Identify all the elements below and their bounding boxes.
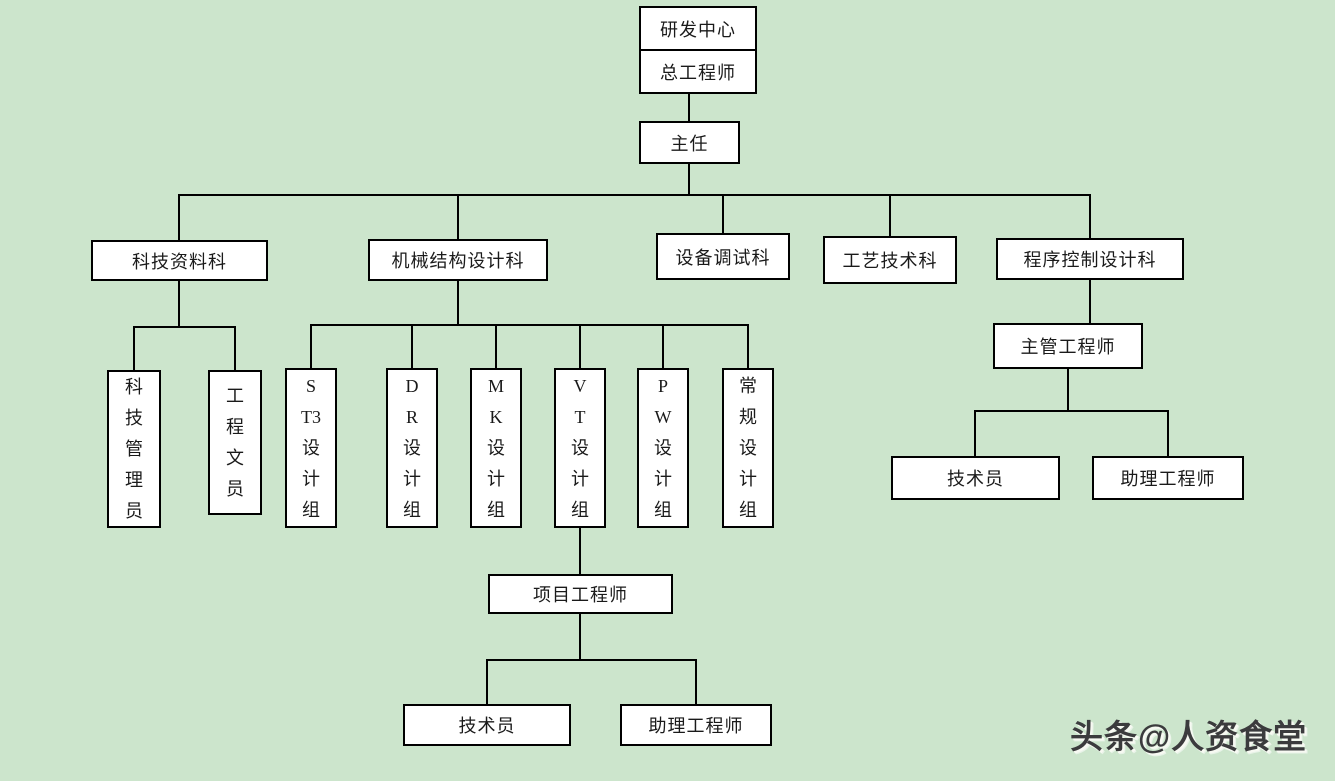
node-group-st3: S T3 设 计 组 (285, 368, 337, 528)
node-group-mk: M K 设 计 组 (470, 368, 522, 528)
connector-line (1089, 194, 1091, 238)
node-rd-center-chief: 研发中心 总工程师 (639, 6, 757, 94)
node-dept-program-design: 程序控制设计科 (996, 238, 1184, 280)
node-project-engineer: 项目工程师 (488, 574, 673, 614)
connector-line (1167, 410, 1169, 456)
connector-line (579, 614, 581, 659)
connector-line (747, 324, 749, 368)
connector-line (889, 194, 891, 236)
connector-line (178, 281, 180, 326)
connector-line (1067, 369, 1069, 410)
node-director: 主任 (639, 121, 740, 164)
connector-line (178, 194, 1091, 196)
connector-line (1089, 280, 1091, 323)
node-dept-mech-design: 机械结构设计科 (368, 239, 548, 281)
node-assistant-engineer-program: 助理工程师 (1092, 456, 1244, 500)
connector-line (579, 324, 581, 368)
connector-line (695, 659, 697, 704)
connector-line (133, 326, 135, 370)
connector-line (178, 194, 180, 240)
connector-line (457, 281, 459, 324)
connector-line (310, 324, 312, 368)
connector-line (974, 410, 976, 456)
node-group-dr: D R 设 计 组 (386, 368, 438, 528)
connector-line (310, 324, 749, 326)
node-group-vt: V T 设 计 组 (554, 368, 606, 528)
node-rd-center-label: 研发中心 (641, 8, 755, 51)
node-tech-admin: 科 技 管 理 员 (107, 370, 161, 528)
node-group-regular: 常 规 设 计 组 (722, 368, 774, 528)
node-chief-engineer: 主管工程师 (993, 323, 1143, 369)
connector-line (688, 164, 690, 194)
connector-line (234, 326, 236, 370)
watermark: 头条@人资食堂 (1070, 718, 1308, 755)
connector-line (486, 659, 697, 661)
node-dept-equip-debug: 设备调试科 (656, 233, 790, 280)
connector-line (495, 324, 497, 368)
node-technician-program: 技术员 (891, 456, 1060, 500)
connector-line (486, 659, 488, 704)
node-group-pw: P W 设 计 组 (637, 368, 689, 528)
node-technician-project: 技术员 (403, 704, 571, 746)
connector-line (411, 324, 413, 368)
node-eng-clerk: 工 程 文 员 (208, 370, 262, 515)
node-dept-process-tech: 工艺技术科 (823, 236, 957, 284)
node-chief-engineer-title: 总工程师 (660, 62, 736, 83)
connector-line (662, 324, 664, 368)
connector-line (133, 326, 236, 328)
connector-line (722, 194, 724, 233)
node-assistant-engineer-project: 助理工程师 (620, 704, 772, 746)
connector-line (974, 410, 1169, 412)
connector-line (579, 528, 581, 574)
connector-line (688, 94, 690, 121)
node-dept-tech-info: 科技资料科 (91, 240, 268, 281)
connector-line (457, 194, 459, 239)
